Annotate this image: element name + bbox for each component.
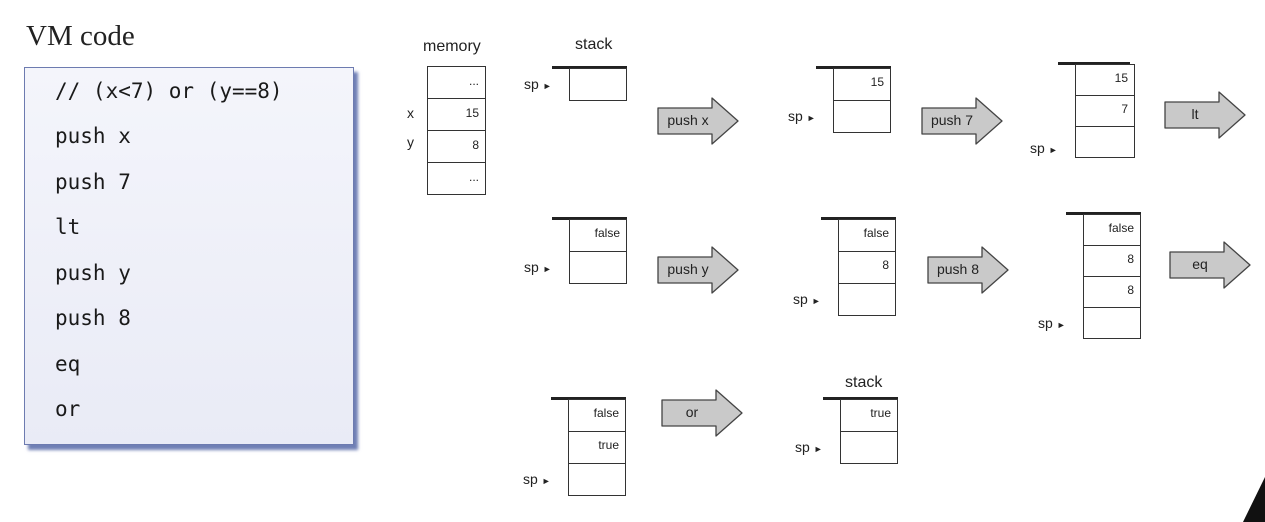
- stack-pointer: sp►: [524, 76, 552, 92]
- stack-cell: [568, 463, 626, 496]
- pointer-arrow-icon: ►: [1056, 320, 1066, 330]
- memory-cell-x: 15: [427, 98, 486, 131]
- pointer-arrow-icon: ►: [806, 113, 816, 123]
- operation-label: push 8: [936, 261, 980, 277]
- code-line-2: push 7: [55, 170, 131, 194]
- pointer-arrow-icon: ►: [1048, 145, 1058, 155]
- operation-arrow-icon: [657, 97, 739, 145]
- stack-cell: 8: [1083, 245, 1141, 277]
- stack-cell: 8: [1083, 276, 1141, 308]
- stack-cell: false: [568, 399, 626, 432]
- stack-pointer: sp►: [523, 471, 551, 487]
- stack-label-final: stack: [845, 374, 883, 391]
- sp-label: sp: [524, 259, 539, 275]
- memory-label: memory: [423, 38, 481, 55]
- stack-top-bar: [1066, 212, 1141, 215]
- sp-label: sp: [1038, 315, 1053, 331]
- stack-pointer: sp►: [1030, 140, 1058, 156]
- stack-pointer: sp►: [1038, 315, 1066, 331]
- stack-cell: [1083, 307, 1141, 339]
- operation-label: push y: [667, 261, 709, 277]
- sp-label: sp: [523, 471, 538, 487]
- memory-cell-3: ...: [427, 162, 486, 195]
- operation-arrow-icon: [661, 389, 743, 437]
- code-line-6: eq: [55, 352, 81, 376]
- code-line-1: push x: [55, 124, 131, 148]
- vm-code-title: VM code: [26, 20, 135, 52]
- sp-label: sp: [524, 76, 539, 92]
- sp-label: sp: [793, 291, 808, 307]
- stack-top-bar: [551, 397, 626, 400]
- stack-top-bar: [552, 217, 627, 220]
- stack-cell: 15: [833, 68, 891, 101]
- stack-cell: true: [840, 399, 898, 432]
- memory-var-x: x: [407, 105, 414, 121]
- memory-var-y: y: [407, 134, 414, 150]
- stack-cell: 15: [1075, 64, 1135, 96]
- operation-label: or: [685, 404, 699, 420]
- stack-cell: false: [1083, 214, 1141, 246]
- operation-arrow-icon: [927, 246, 1009, 294]
- sp-label: sp: [1030, 140, 1045, 156]
- stack-cell: [569, 68, 627, 101]
- stack-cell: [569, 251, 627, 284]
- corner-shape: [1243, 477, 1265, 522]
- stack-cell: false: [838, 219, 896, 252]
- sp-label: sp: [795, 439, 810, 455]
- code-line-4: push y: [55, 261, 131, 285]
- operation-arrow-icon: [657, 246, 739, 294]
- stack-top-bar: [1058, 62, 1130, 65]
- stack-cell: 8: [838, 251, 896, 284]
- code-line-5: push 8: [55, 306, 131, 330]
- stack-label: stack: [575, 36, 613, 53]
- pointer-arrow-icon: ►: [542, 81, 552, 91]
- sp-label: sp: [788, 108, 803, 124]
- stack-cell: [840, 431, 898, 464]
- stack-cell: [838, 283, 896, 316]
- operation-arrow-icon: [921, 97, 1003, 145]
- code-line-3: lt: [55, 215, 81, 239]
- stack-cell: [833, 100, 891, 133]
- code-line-comment: // (x<7) or (y==8): [55, 79, 283, 103]
- operation-label: eq: [1192, 256, 1208, 272]
- pointer-arrow-icon: ►: [542, 264, 552, 274]
- operation-arrow-icon: [1164, 91, 1246, 139]
- stack-top-bar: [816, 66, 891, 69]
- stack-pointer: sp►: [795, 439, 823, 455]
- stack-cell: false: [569, 219, 627, 252]
- pointer-arrow-icon: ►: [813, 444, 823, 454]
- memory-cell-y: 8: [427, 130, 486, 163]
- stack-top-bar: [552, 66, 627, 69]
- operation-label: lt: [1191, 106, 1199, 122]
- operation-label: push x: [667, 112, 709, 128]
- stack-pointer: sp►: [524, 259, 552, 275]
- stack-cell: [1075, 126, 1135, 158]
- stack-top-bar: [821, 217, 896, 220]
- stack-pointer: sp►: [793, 291, 821, 307]
- pointer-arrow-icon: ►: [541, 476, 551, 486]
- operation-arrow-icon: [1169, 241, 1251, 289]
- code-line-7: or: [55, 397, 81, 421]
- vm-code-box: // (x<7) or (y==8) push x push 7 lt push…: [24, 67, 354, 445]
- stack-cell: 7: [1075, 95, 1135, 127]
- memory-cell-0: ...: [427, 66, 486, 99]
- pointer-arrow-icon: ►: [811, 296, 821, 306]
- stack-top-bar: [823, 397, 898, 400]
- operation-label: push 7: [930, 112, 974, 128]
- stack-cell: true: [568, 431, 626, 464]
- stack-pointer: sp►: [788, 108, 816, 124]
